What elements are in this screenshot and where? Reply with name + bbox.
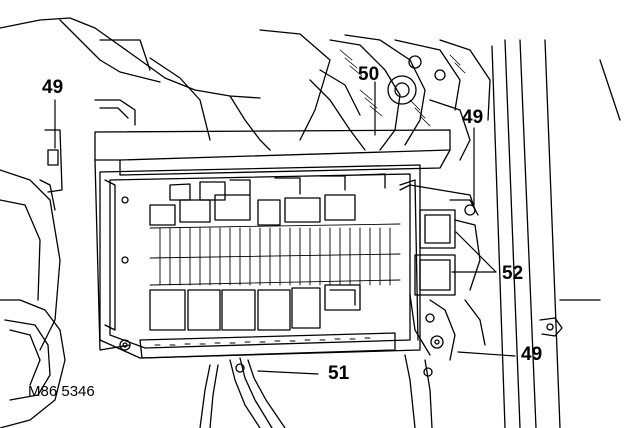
relays-52 xyxy=(399,184,486,428)
leader-51 xyxy=(257,370,319,375)
cable-harness-51 xyxy=(199,357,286,428)
cable-harness-50 xyxy=(309,34,491,161)
callout-49-right: 49 xyxy=(462,107,484,128)
callout-49-top-left: 49 xyxy=(42,77,64,98)
fuse-box-housing xyxy=(94,129,451,359)
leader-52-a xyxy=(455,231,497,273)
callout-51: 51 xyxy=(328,363,350,384)
leader-49-bottom-right xyxy=(457,351,516,357)
leader-lines xyxy=(54,81,516,375)
callout-49-bottom-right: 49 xyxy=(521,344,543,365)
callout-50: 50 xyxy=(358,64,380,85)
figure-reference: M86 5346 xyxy=(28,383,95,400)
callout-52: 52 xyxy=(502,263,524,284)
vehicle-body-structure xyxy=(0,17,621,428)
